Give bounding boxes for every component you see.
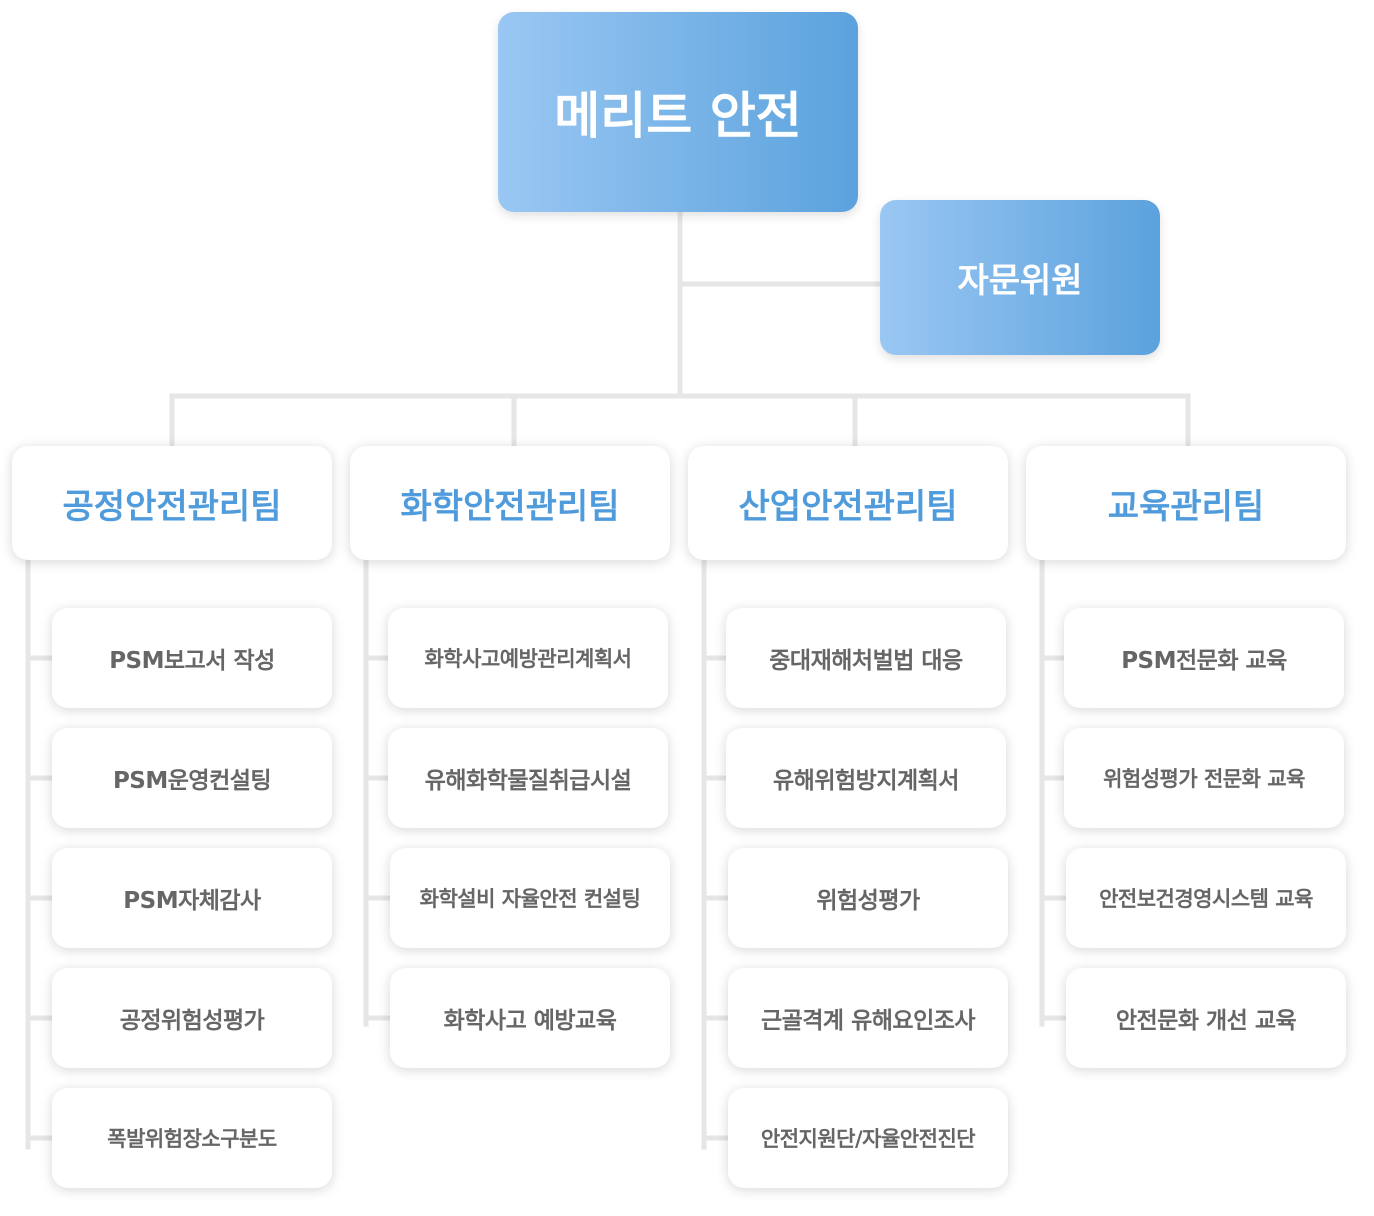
item-node: 안전보건경영시스템 교육 — [1066, 848, 1346, 948]
item-node: 폭발위험장소구분도 — [52, 1088, 332, 1188]
team-node-process-safety: 공정안전관리팀 — [12, 446, 332, 560]
team-node-education: 교육관리팀 — [1026, 446, 1346, 560]
item-node: 화학사고 예방교육 — [390, 968, 670, 1068]
item-node: 화학사고예방관리계획서 — [388, 608, 668, 708]
item-node: 공정위험성평가 — [52, 968, 332, 1068]
advisor-node: 자문위원 — [880, 200, 1160, 355]
team-node-industrial-safety: 산업안전관리팀 — [688, 446, 1008, 560]
item-node: 중대재해처벌법 대응 — [726, 608, 1006, 708]
item-node: 위험성평가 전문화 교육 — [1064, 728, 1344, 828]
item-node: PSM운영컨설팅 — [52, 728, 332, 828]
item-node: 안전문화 개선 교육 — [1066, 968, 1346, 1068]
item-node: 화학설비 자율안전 컨설팅 — [390, 848, 670, 948]
item-node: 유해화학물질취급시설 — [388, 728, 668, 828]
item-node: 근골격계 유해요인조사 — [728, 968, 1008, 1068]
item-node: PSM전문화 교육 — [1064, 608, 1344, 708]
root-node: 메리트 안전 — [498, 12, 858, 212]
item-node: 유해위험방지계획서 — [726, 728, 1006, 828]
team-node-chemical-safety: 화학안전관리팀 — [350, 446, 670, 560]
item-node: PSM보고서 작성 — [52, 608, 332, 708]
item-node: 안전지원단/자율안전진단 — [728, 1088, 1008, 1188]
item-node: 위험성평가 — [728, 848, 1008, 948]
item-node: PSM자체감사 — [52, 848, 332, 948]
